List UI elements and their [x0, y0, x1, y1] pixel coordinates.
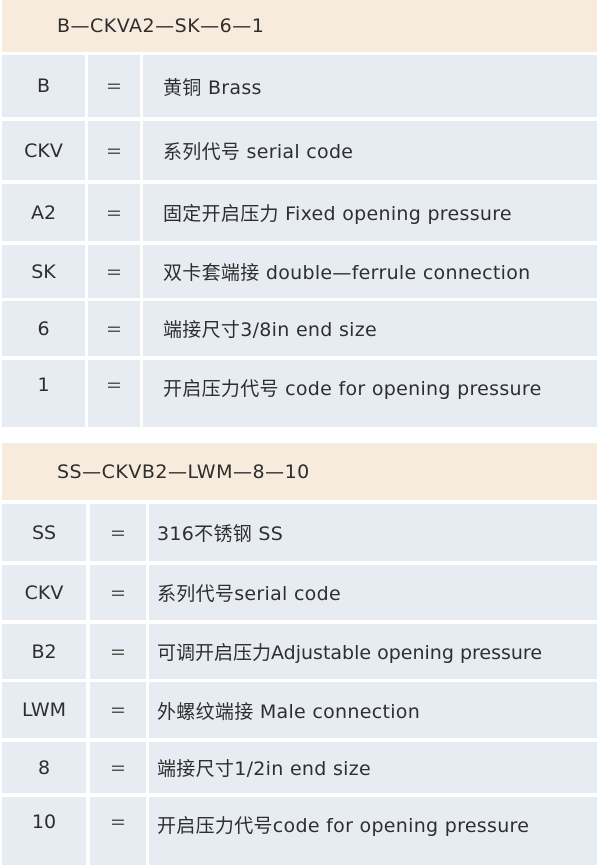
description-cell: 外螺纹端接 Male connection — [149, 682, 597, 738]
equals-cell: = — [88, 184, 140, 241]
description-cell: 双卡套端接 double—ferrule connection — [143, 245, 597, 298]
equals-cell: = — [88, 301, 140, 356]
code-cell: A2 — [2, 184, 85, 241]
part-number-title: B—CKVA2—SK—6—1 — [57, 15, 265, 37]
part-number-table-2: SS—CKVB2—LWM—8—10 SS = 316不锈钢 SS CKV = 系… — [2, 443, 597, 868]
equals-cell: = — [88, 121, 140, 180]
part-number-table-1: B—CKVA2—SK—6—1 B = 黄铜 Brass CKV = 系列代号 s… — [2, 0, 597, 427]
code-cell: SK — [2, 245, 85, 298]
description-cell: 开启压力代号 code for opening pressure — [143, 360, 597, 427]
table-1-title: B—CKVA2—SK—6—1 — [2, 0, 597, 52]
equals-cell: = — [90, 682, 146, 738]
description-cell: 系列代号serial code — [149, 565, 597, 620]
code-cell: 6 — [2, 301, 85, 356]
table-2-title: SS—CKVB2—LWM—8—10 — [2, 443, 597, 500]
equals-cell: = — [90, 742, 146, 793]
code-cell: LWM — [2, 682, 86, 738]
equals-cell: = — [90, 504, 146, 561]
description-cell: 316不锈钢 SS — [149, 504, 597, 561]
equals-cell: = — [90, 565, 146, 620]
code-cell: SS — [2, 504, 86, 561]
code-cell: CKV — [2, 121, 85, 180]
code-cell: CKV — [2, 565, 86, 620]
description-cell: 端接尺寸3/8in end size — [143, 301, 597, 356]
code-cell: B2 — [2, 624, 86, 679]
description-cell: 系列代号 serial code — [143, 121, 597, 180]
code-cell: 1 — [2, 360, 85, 427]
equals-cell: = — [90, 797, 146, 865]
equals-cell: = — [88, 55, 140, 117]
equals-cell: = — [88, 245, 140, 298]
code-cell: B — [2, 55, 85, 117]
part-number-title: SS—CKVB2—LWM—8—10 — [57, 460, 310, 483]
equals-cell: = — [88, 360, 140, 427]
description-cell: 端接尺寸1/2in end size — [149, 742, 597, 793]
code-cell: 8 — [2, 742, 86, 793]
description-cell: 黄铜 Brass — [143, 55, 597, 117]
equals-cell: = — [90, 624, 146, 679]
description-cell: 开启压力代号code for opening pressure — [149, 797, 597, 865]
description-cell: 可调开启压力Adjustable opening pressure — [149, 624, 597, 679]
description-cell: 固定开启压力 Fixed opening pressure — [143, 184, 597, 241]
code-cell: 10 — [2, 797, 86, 865]
